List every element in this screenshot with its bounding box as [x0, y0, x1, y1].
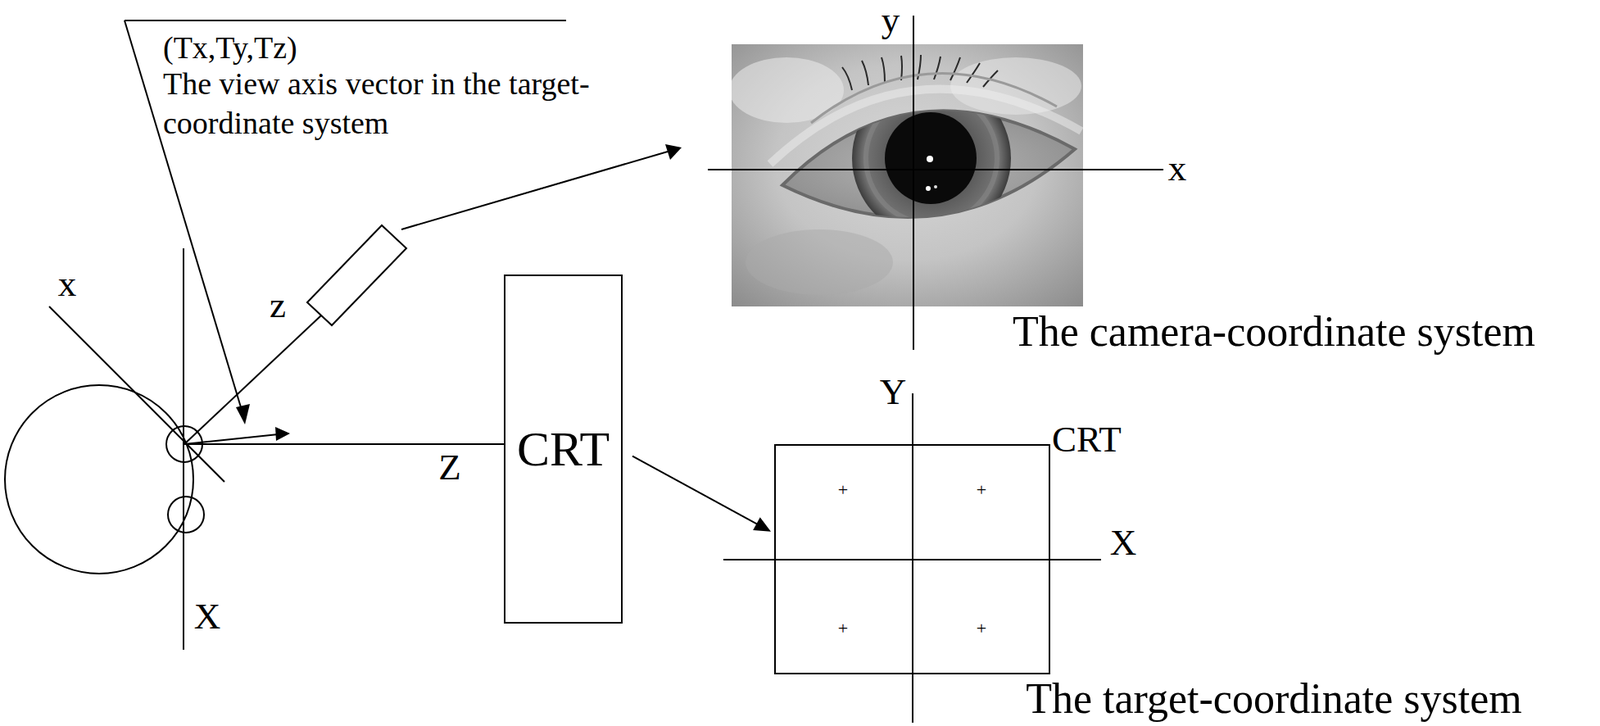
- target-mark: +: [838, 619, 848, 638]
- axis-label: x: [1168, 149, 1188, 187]
- callout-text: The view axis vector in the target-coord…: [163, 63, 655, 143]
- axis-label: z: [269, 286, 286, 324]
- axis-label: Y: [879, 373, 907, 411]
- crt-box: CRT: [503, 274, 623, 624]
- eye-photo: [731, 44, 1084, 307]
- axis-label: x: [58, 265, 78, 303]
- target-mark: +: [976, 619, 987, 638]
- box-label: CRT: [516, 424, 610, 474]
- caption: The camera-coordinate system: [1012, 310, 1536, 354]
- target-mark: +: [976, 480, 987, 499]
- caption: The target-coordinate system: [1025, 677, 1523, 721]
- axis-label: Z: [438, 448, 462, 486]
- axis-label: X: [1110, 524, 1138, 562]
- axis-label: y: [881, 1, 901, 39]
- box-label: CRT: [1051, 421, 1122, 458]
- projection-arrow: [632, 456, 771, 532]
- crt-screen: CRT: [774, 444, 1051, 675]
- callout-text: (Tx,Ty,Tz): [163, 30, 298, 66]
- target-mark: +: [838, 480, 848, 499]
- axis-label: X: [194, 598, 222, 635]
